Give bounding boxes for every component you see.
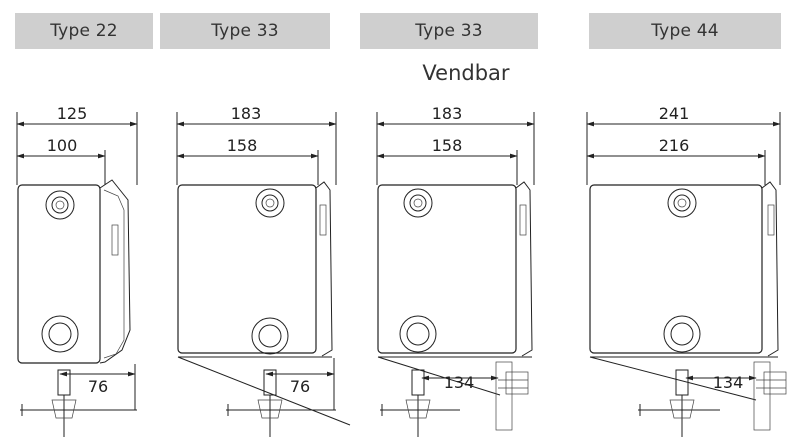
tab-type-22: Type 22 [15, 13, 153, 49]
radiator-body [177, 184, 317, 354]
tab-label: Type 33 [211, 21, 279, 41]
wall-bracket-icon [753, 361, 787, 431]
drawing-type-22: 125 100 76 [16, 104, 138, 437]
dimension-offset: 76 [290, 377, 310, 396]
dimension-offset: 76 [88, 377, 108, 396]
dimension-outer-width: 183 [432, 104, 463, 123]
subtitle-vendbar: Vendbar [422, 61, 510, 85]
drawing-type-33-vendbar: 183 158 134 [376, 104, 535, 437]
tab-type-33-vendbar: Type 33 [360, 13, 538, 49]
radiator-body [377, 184, 517, 354]
radiator-body [589, 184, 763, 354]
drawing-type-33: 183 158 76 [176, 104, 351, 437]
valve-bottom-icon [41, 315, 79, 353]
bracket [57, 369, 71, 396]
valve-bottom-icon [399, 315, 437, 353]
dimension-outer-width: 183 [231, 104, 262, 123]
radiator-body [17, 184, 101, 364]
dimension-offset: 134 [713, 373, 744, 392]
dimension-offset: 134 [444, 373, 475, 392]
bracket [411, 369, 425, 396]
valve-bottom-icon [663, 315, 701, 353]
valve-top-icon [403, 188, 433, 218]
tab-label: Type 44 [651, 21, 719, 41]
valve-top-icon [667, 188, 697, 218]
dimension-outer-width: 125 [57, 104, 88, 123]
valve-bottom-icon [251, 317, 289, 355]
wall-bracket-icon [495, 361, 529, 431]
tab-type-44: Type 44 [589, 13, 781, 49]
dimension-inner-width: 100 [47, 136, 78, 155]
dimension-inner-width: 158 [227, 136, 258, 155]
tab-type-33: Type 33 [160, 13, 330, 49]
dimension-outer-width: 241 [659, 104, 690, 123]
valve-top-icon [45, 190, 75, 220]
valve-top-icon [255, 188, 285, 218]
tab-label: Type 22 [50, 21, 118, 41]
bracket [263, 369, 277, 396]
dimension-inner-width: 216 [659, 136, 690, 155]
bracket [675, 369, 689, 396]
tab-label: Type 33 [415, 21, 483, 41]
dimension-inner-width: 158 [432, 136, 463, 155]
drawing-type-44: 241 216 134 [586, 104, 787, 437]
